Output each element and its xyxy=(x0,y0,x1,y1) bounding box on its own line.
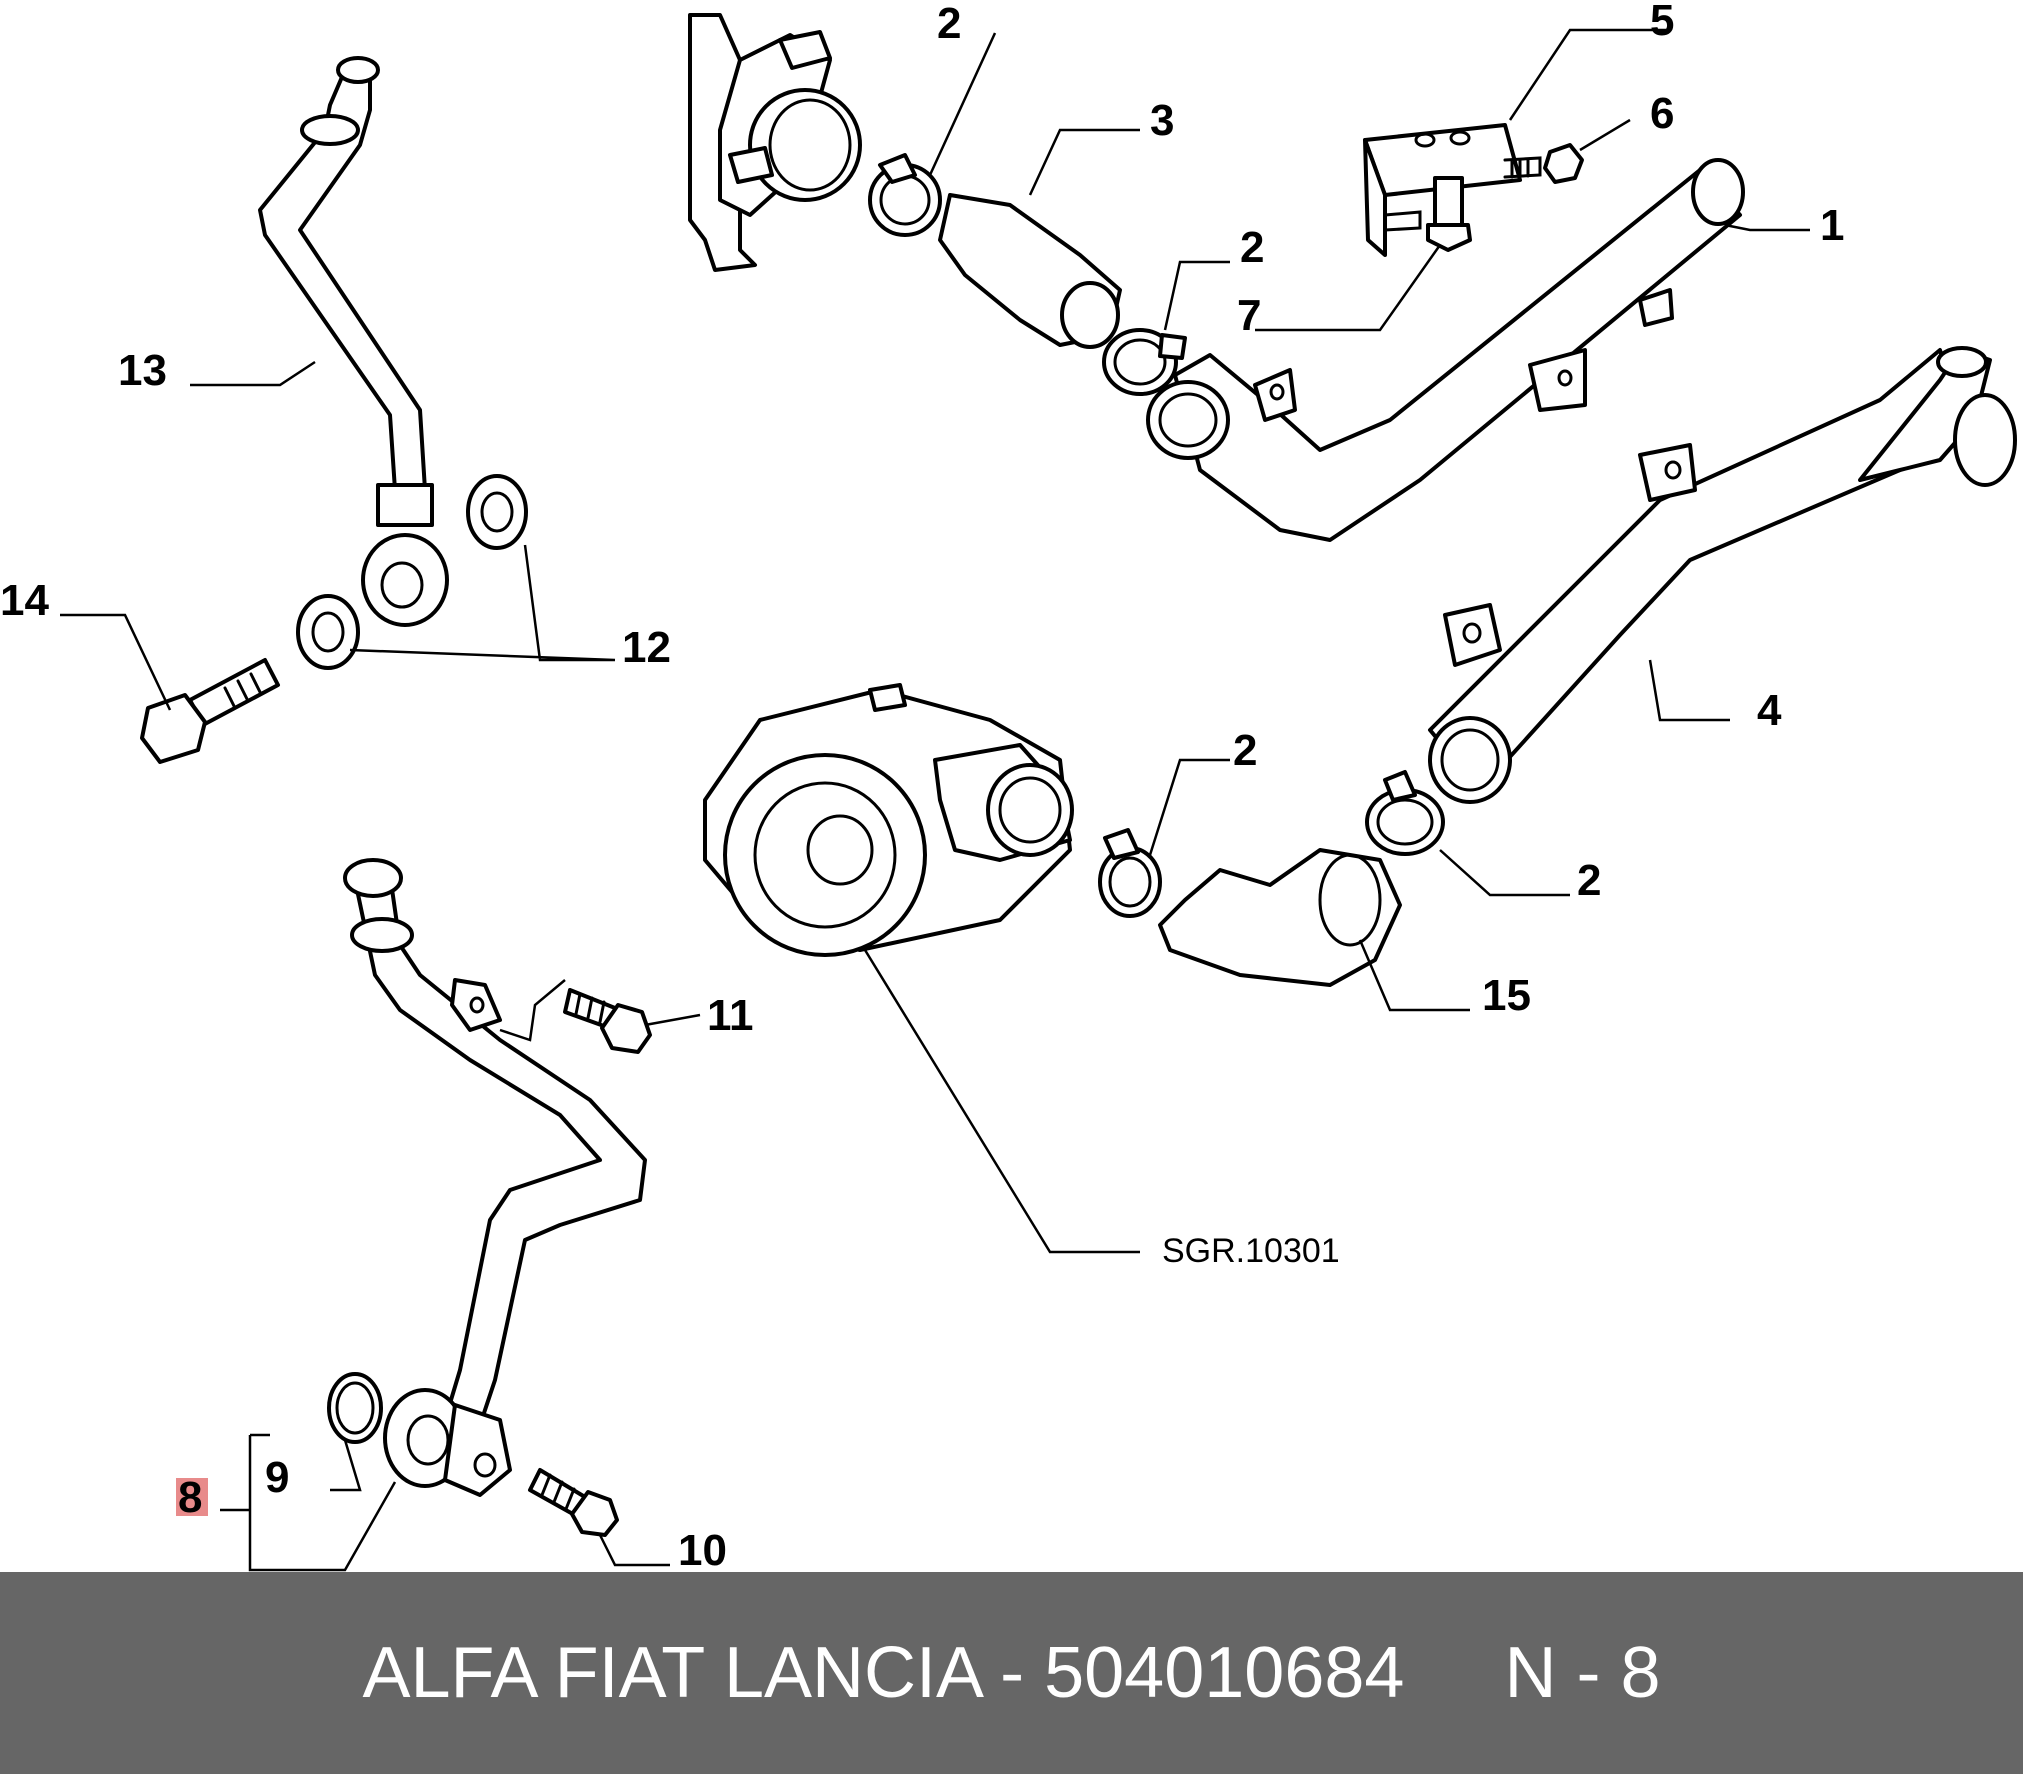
callout-2-lower-left[interactable]: 2 xyxy=(1233,726,1257,775)
part-13-tube[interactable] xyxy=(258,56,449,627)
part-9-o-ring[interactable] xyxy=(327,1372,383,1444)
part-4-pipe[interactable] xyxy=(1428,346,2017,804)
callout-14[interactable]: 14 xyxy=(0,576,49,625)
reference-sgr[interactable]: SGR.10301 xyxy=(1162,1232,1340,1270)
part-10-bolt[interactable] xyxy=(528,1468,619,1537)
footer-separator: - xyxy=(980,1633,1045,1713)
footer-bar: ALFA FIAT LANCIA - 504010684 N - 8 xyxy=(0,1572,2023,1774)
callout-2-mid[interactable]: 2 xyxy=(1240,223,1264,272)
callout-2-top[interactable]: 2 xyxy=(937,0,961,48)
part-1-pipe[interactable] xyxy=(1146,158,1745,542)
callout-9[interactable]: 9 xyxy=(265,1453,289,1502)
callout-4[interactable]: 4 xyxy=(1757,686,1782,735)
part-8-tube[interactable] xyxy=(343,858,647,1497)
callout-3[interactable]: 3 xyxy=(1150,96,1174,145)
callout-11[interactable]: 11 xyxy=(707,991,754,1040)
part-2-clamp-lower-left[interactable] xyxy=(1098,828,1162,918)
part-15-elbow-hose[interactable] xyxy=(1158,848,1402,987)
callout-labels: 2 3 5 6 1 2 7 13 14 12 4 2 2 15 11 SGR.1… xyxy=(0,0,1844,1575)
part-6-nut[interactable] xyxy=(1543,143,1584,184)
oil-cooler-housing[interactable] xyxy=(703,683,1074,957)
part-2-clamp-lower-right[interactable] xyxy=(1365,770,1445,856)
callout-10[interactable]: 10 xyxy=(678,1526,727,1575)
thermostat-housing[interactable] xyxy=(688,13,862,272)
part-11-bolt[interactable] xyxy=(563,988,652,1054)
footer-caption: ALFA FIAT LANCIA - 504010684 N - 8 xyxy=(0,1572,2023,1774)
part-14-bolt[interactable] xyxy=(140,658,280,764)
callout-6[interactable]: 6 xyxy=(1650,89,1674,138)
part-2-clamp-mid[interactable] xyxy=(1102,328,1187,396)
part-5-bracket[interactable] xyxy=(1363,123,1542,257)
part-12-washers[interactable] xyxy=(296,474,528,670)
callout-13[interactable]: 13 xyxy=(118,346,167,395)
footer-position: N - 8 xyxy=(1504,1633,1661,1713)
callout-7[interactable]: 7 xyxy=(1237,291,1261,340)
footer-part-number: 504010684 xyxy=(1044,1633,1405,1713)
part-3-hose[interactable] xyxy=(938,193,1122,349)
part-7-bolt[interactable] xyxy=(1426,176,1472,252)
callout-5[interactable]: 5 xyxy=(1650,0,1674,45)
callout-12[interactable]: 12 xyxy=(622,623,671,672)
callout-8-highlight xyxy=(176,1478,208,1516)
part-2-clamp-top[interactable] xyxy=(868,153,942,237)
callout-15[interactable]: 15 xyxy=(1482,971,1531,1020)
callout-8[interactable]: 8 xyxy=(178,1473,202,1522)
leader-lines xyxy=(60,28,1810,1572)
footer-gap xyxy=(1404,1633,1504,1713)
footer-brand: ALFA FIAT LANCIA xyxy=(362,1633,981,1713)
callout-2-lower-right[interactable]: 2 xyxy=(1577,856,1601,905)
callout-1[interactable]: 1 xyxy=(1820,201,1844,250)
